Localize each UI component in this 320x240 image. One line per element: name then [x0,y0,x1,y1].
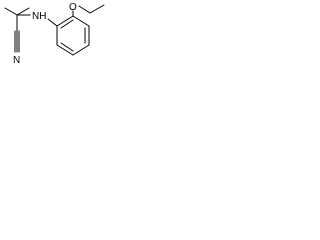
ring-bond-4 [72,44,90,56]
bond-methyl-right [16,7,30,16]
ring-bond-5 [56,44,74,56]
nitrile-nitrogen-label: N [13,55,20,66]
bond-nh-to-ring [47,18,58,27]
ring-double-bond-c [60,42,74,52]
molecule-drawing: NH N O [4,2,105,66]
ring-bond-2 [72,15,90,27]
ether-oxygen-label: O [69,2,77,13]
ring-double-bond-a [60,19,74,29]
ring-bond-1 [56,15,74,27]
bond-ethyl-to-methyl [89,4,105,14]
amine-nitrogen-label: NH [32,11,46,22]
bond-oxygen-to-ethyl [78,5,91,14]
structure-canvas: NH N O [0,0,112,75]
bond-methyl-left [4,7,18,16]
